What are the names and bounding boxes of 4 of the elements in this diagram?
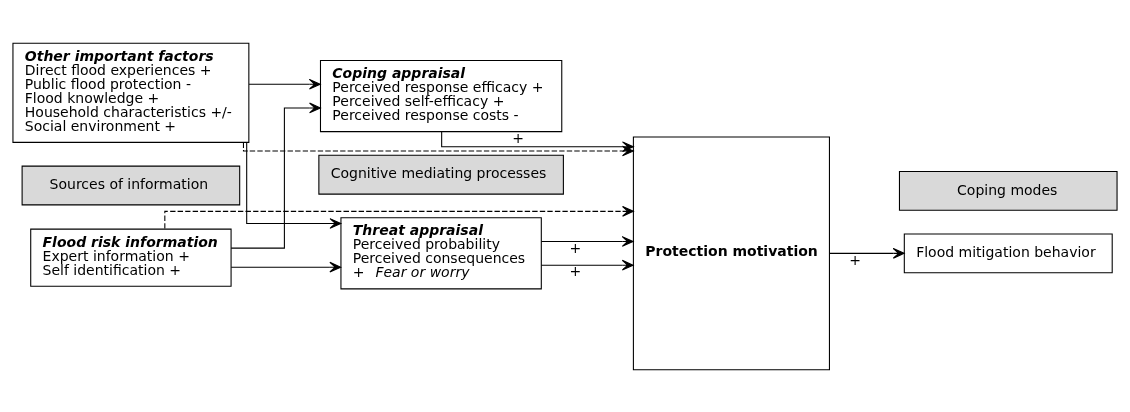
edge-label: +	[849, 251, 861, 268]
edge-label: +	[512, 129, 525, 146]
edge-label: +	[569, 239, 582, 256]
edge-label: +	[569, 262, 582, 279]
